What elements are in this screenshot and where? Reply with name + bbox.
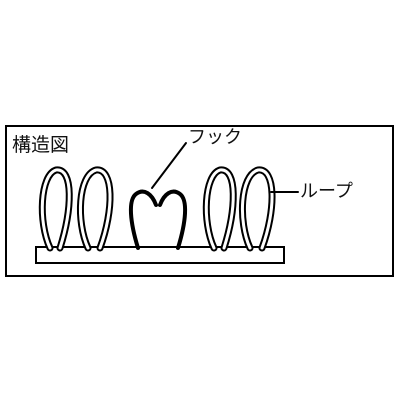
loop-1 — [38, 166, 73, 252]
hook-label: フック — [188, 127, 242, 148]
hook-left — [129, 189, 158, 250]
loop-3 — [202, 166, 237, 252]
hook-right — [158, 189, 187, 250]
base-strip — [35, 246, 285, 264]
loop-4 — [238, 166, 276, 252]
loop-2 — [76, 166, 114, 252]
diagram-title: 構造図 — [12, 134, 70, 156]
hook-leader-line — [151, 142, 187, 189]
loop-label: ループ — [300, 181, 353, 202]
